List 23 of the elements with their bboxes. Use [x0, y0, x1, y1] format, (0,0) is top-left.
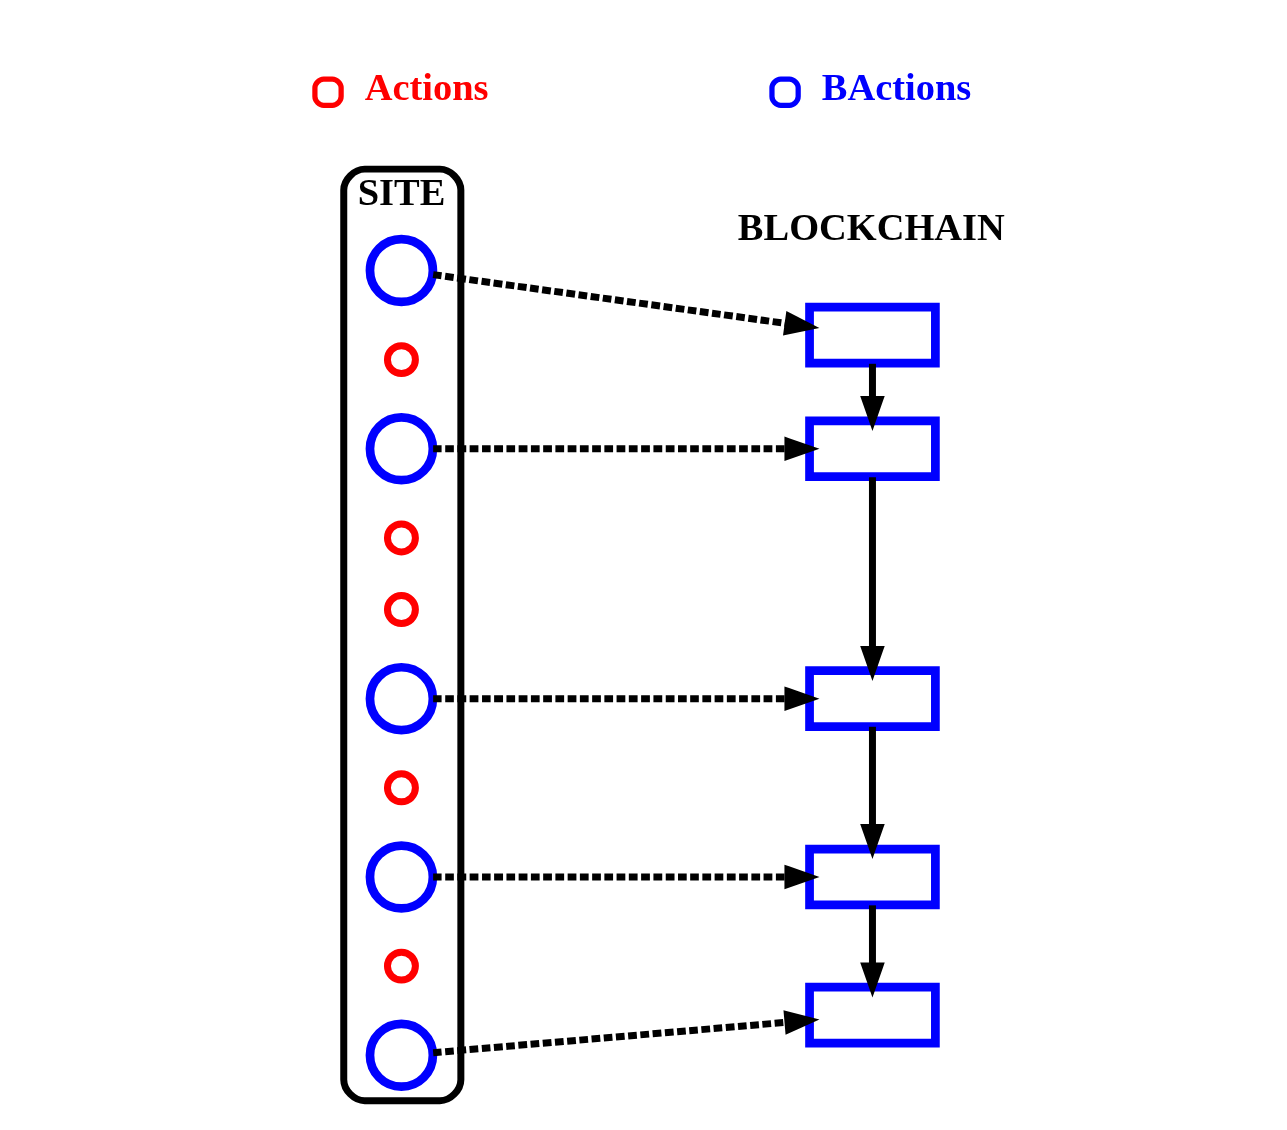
- label: BLOCKCHAIN: [737, 206, 1005, 249]
- legend-label: Actions: [364, 66, 489, 109]
- node-circle: [365, 412, 438, 485]
- legend-label: BActions: [821, 66, 972, 109]
- node-box: [805, 416, 940, 482]
- node-circle: [383, 342, 419, 378]
- node-box: [805, 844, 940, 910]
- node-box: [805, 666, 940, 732]
- node-circle: [383, 770, 419, 806]
- node-circle: [365, 662, 438, 735]
- arrow: [432, 1010, 820, 1057]
- node-box: [805, 982, 940, 1048]
- arrow: [860, 726, 885, 859]
- node-circle: [383, 948, 419, 984]
- node-circle: [365, 841, 438, 913]
- arrow: [860, 363, 885, 431]
- cluster: SITE: [340, 165, 465, 1105]
- node-circle: [383, 592, 419, 628]
- node-circle: [365, 234, 438, 307]
- node-circle: [383, 520, 419, 556]
- arrow: [432, 271, 820, 336]
- node-box: [805, 302, 940, 368]
- node-circle: [365, 1019, 438, 1092]
